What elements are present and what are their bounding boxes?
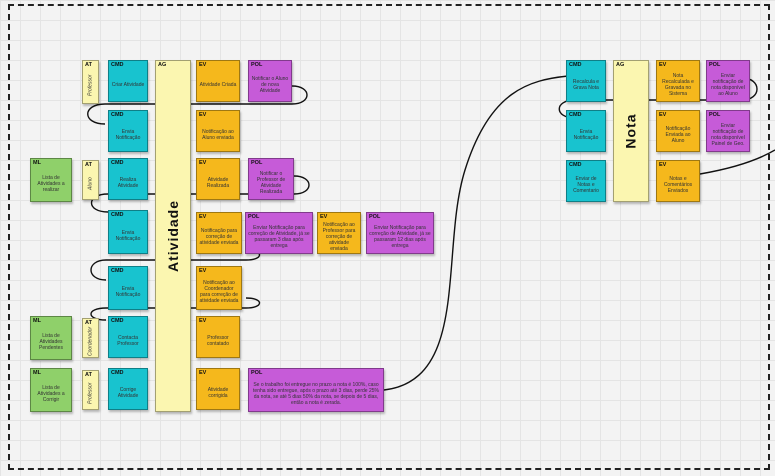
command-envia-notificacao-2[interactable]: CMD Envia Notificação <box>108 210 148 254</box>
policy-enviar-notificacao-nota-aluno[interactable]: POL Enviar notificação de nota disponíve… <box>706 60 750 102</box>
actor-coordenador: AT Coordenador <box>82 318 99 358</box>
command-criar-atividade[interactable]: CMD Criar Atividade <box>108 60 148 102</box>
policy-enviar-notificacao-nota-pais[interactable]: POL Enviar notificação de nota disponíve… <box>706 110 750 152</box>
actor-aluno: AT Aluno <box>82 160 99 200</box>
event-notificacao-professor-enviada[interactable]: EV Notificação ao Professor para correçã… <box>317 212 361 254</box>
aggregate-atividade-label: Atividade <box>165 199 182 273</box>
actor-professor-1: AT Professor <box>82 60 99 104</box>
policy-enviar-notificacao-3-dias[interactable]: POL Enviar Notificação para correção de … <box>245 212 313 254</box>
policy-regra-nota[interactable]: POL Se o trabalho foi entregue no prazo … <box>248 368 384 412</box>
aggregate-atividade[interactable]: AG Atividade <box>155 60 191 412</box>
command-corrige-atividade[interactable]: CMD Corrige Atividade <box>108 368 148 410</box>
command-recalcula-grava-nota[interactable]: CMD Recalcula e Grava Nota <box>566 60 606 102</box>
event-notificacao-enviada-aluno[interactable]: EV Notificação Enviada ao Aluno <box>656 110 700 152</box>
event-atividade-realizada[interactable]: EV Atividade Realizada <box>196 158 240 200</box>
policy-enviar-notificacao-12-dias[interactable]: POL Enviar Notificação para correção de … <box>366 212 434 254</box>
event-notificacao-correcao-enviada[interactable]: EV Notificação para correção de atividad… <box>196 212 242 254</box>
board-frame <box>8 4 770 470</box>
aggregate-nota-label: Nota <box>623 113 639 149</box>
aggregate-nota[interactable]: AG Nota <box>613 60 649 202</box>
command-envia-notificacao-1[interactable]: CMD Envia Notificação <box>108 110 148 152</box>
read-model-atividades-pendentes: ML Lista de Atividades Pendentes <box>30 316 72 360</box>
event-notificacao-aluno-enviada[interactable]: EV Notificação ao Aluno enviada <box>196 110 240 152</box>
policy-notificar-aluno[interactable]: POL Notificar o Aluno de nova Atividade <box>248 60 292 102</box>
event-nota-recalculada[interactable]: EV Nota Recalculada e Gravada no Sistema <box>656 60 700 102</box>
event-notificacao-coordenador[interactable]: EV Notificação ao Coordenador para corre… <box>196 266 242 310</box>
event-atividade-corrigida[interactable]: EV Atividade corrigida <box>196 368 240 410</box>
command-envia-notificacao-3[interactable]: CMD Envia Notificação <box>108 266 148 310</box>
connector-7 <box>699 149 775 175</box>
event-professor-contatado[interactable]: EV Professor contatado <box>196 316 240 358</box>
command-realiza-atividade[interactable]: CMD Realiza Atividade <box>108 158 148 200</box>
command-contacta-professor[interactable]: CMD Contacta Professor <box>108 316 148 358</box>
event-atividade-criada[interactable]: EV Atividade Criada <box>196 60 240 102</box>
actor-professor-2: AT Professor <box>82 370 99 410</box>
event-notas-comentarios-enviados[interactable]: EV Notas e Comentários Enviados <box>656 160 700 202</box>
policy-notificar-professor[interactable]: POL Notificar o Professor de Atividade R… <box>248 158 294 200</box>
command-envia-notificacao-nota[interactable]: CMD Envia Notificação <box>566 110 606 152</box>
connector-5 <box>383 75 569 391</box>
connector-1 <box>87 85 308 125</box>
read-model-atividades-realizar: ML Lista de Atividades a realizar <box>30 158 72 202</box>
command-enviar-notas-comentario[interactable]: CMD Enviar de Notas e Comentario <box>566 160 606 202</box>
read-model-atividades-corrigir: ML Lista de Atividades a Corrigir <box>30 368 72 412</box>
